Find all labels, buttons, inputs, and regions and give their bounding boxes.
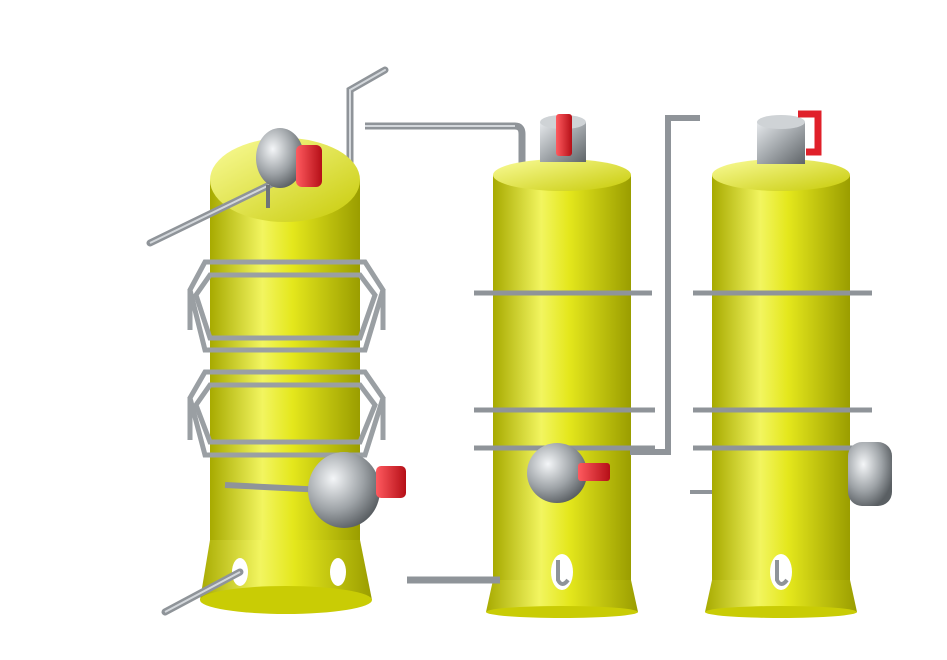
vessel-right — [690, 110, 892, 618]
skirt-opening — [330, 558, 346, 586]
vessel-top-head — [712, 159, 850, 191]
platform-rings — [693, 290, 872, 451]
vessel-left — [146, 66, 406, 616]
side-pipe — [630, 115, 700, 455]
top-handle — [556, 114, 572, 156]
side-handle — [376, 466, 406, 498]
side-handle — [578, 463, 610, 481]
vessel-body — [712, 175, 850, 590]
overhead-connecting-pipe — [365, 122, 526, 166]
top-cap — [256, 128, 304, 188]
top-handle — [798, 110, 822, 156]
vent-pipe — [346, 66, 389, 172]
vessel-skirt — [486, 580, 638, 612]
side-manway — [848, 442, 892, 506]
vessel-middle — [407, 114, 700, 618]
side-manway — [527, 443, 587, 503]
vessel-body — [493, 175, 631, 590]
vessel-skirt — [705, 580, 857, 612]
platform-ring-upper — [187, 259, 386, 353]
platform-ring-lower — [187, 369, 386, 458]
vessel-top-head — [493, 159, 631, 191]
top-handle — [296, 145, 322, 187]
side-manway — [308, 452, 380, 528]
